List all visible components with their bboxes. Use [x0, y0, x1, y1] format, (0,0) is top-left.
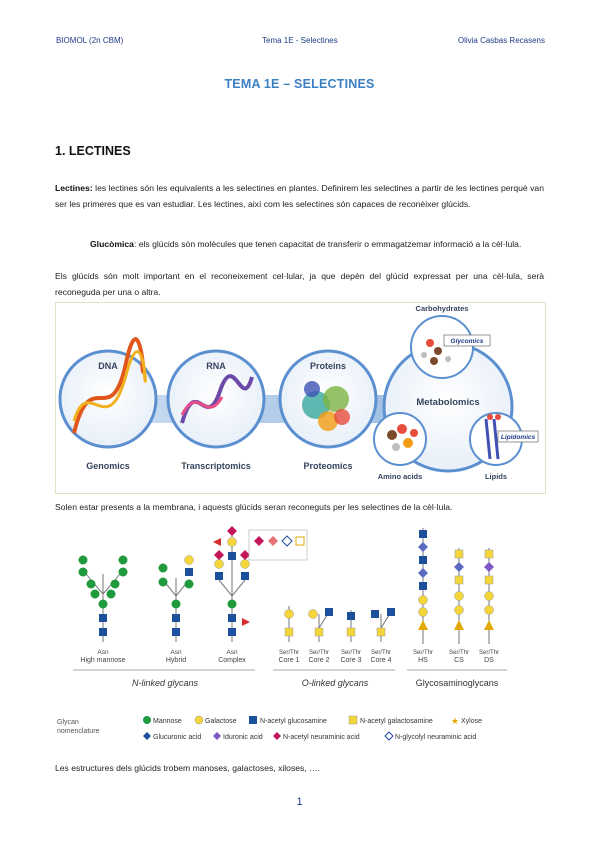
iduronic-symbol — [213, 732, 221, 740]
lipids-satellite: Lipidomics Lipids — [469, 412, 539, 481]
rna-node: RNA — [166, 349, 266, 449]
glycan-figure: Asn High mannose Asn Hybrid — [55, 524, 544, 756]
term-glucomica: Glucòmica — [90, 239, 134, 249]
legend-mannose: Mannose — [153, 718, 182, 725]
genomics-caption: Genomics — [86, 461, 130, 471]
terminal-residues-inset — [248, 529, 308, 561]
paragraph-estructures: Les estructures dels glúcids trobem mano… — [55, 763, 321, 773]
paragraph-glucomica-text: : els glúcids són molècules que tenen ca… — [133, 239, 522, 249]
running-header-course: BIOMOL (2n CBM) — [56, 36, 124, 45]
serthr-label: Ser/Thr — [479, 650, 499, 656]
hybrid-glycan: Asn Hybrid — [158, 555, 194, 664]
serthr-label: Ser/Thr — [413, 650, 433, 656]
cs-label: CS — [454, 657, 464, 664]
high-mannose-label: High mannose — [80, 657, 125, 664]
section-heading: 1. LECTINES — [55, 144, 131, 158]
proteins-node: Proteins — [278, 349, 378, 449]
core4-label: Core 4 — [370, 657, 391, 664]
legend-xylose: Xylose — [461, 718, 482, 725]
legend-glucuronic: Glucuronic acid — [153, 734, 201, 741]
gag-label: Glycosaminoglycans — [416, 678, 499, 688]
o-linked-glycans: Ser/Thr Core 1 Ser/Thr Core 2 Ser/Thr — [273, 606, 395, 688]
galactose-symbol — [194, 715, 204, 725]
core4-glycan: Ser/Thr Core 4 — [370, 608, 395, 664]
rna-label: RNA — [206, 361, 226, 371]
amino-acids-label: Amino acids — [378, 472, 423, 481]
carbohydrates-satellite: Glycomics Carbohydrates — [410, 304, 491, 379]
neu5ac-symbol — [273, 732, 281, 740]
carbohydrates-label: Carbohydrates — [416, 304, 469, 313]
proteins-label: Proteins — [310, 361, 346, 371]
paragraph-lectines-text: les lectines són les equivalents a les s… — [55, 183, 544, 209]
serthr-label: Ser/Thr — [309, 650, 329, 656]
transcriptomics-caption: Transcriptomics — [181, 461, 251, 471]
serthr-label: Ser/Thr — [279, 650, 299, 656]
complex-label: Complex — [218, 657, 246, 664]
serthr-label: Ser/Thr — [341, 650, 361, 656]
nomenclature-line1: Glycan — [57, 719, 79, 726]
core2-glycan: Ser/Thr Core 2 — [308, 608, 333, 664]
n-linked-label: N-linked glycans — [132, 678, 199, 688]
hs-label: HS — [418, 657, 428, 664]
legend-galactose: Galactose — [205, 718, 237, 725]
paragraph-membrana: Solen estar presents a la membrana, i aq… — [55, 502, 453, 512]
serthr-label: Ser/Thr — [449, 650, 469, 656]
xylose-star-icon: ★ — [451, 716, 459, 726]
high-mannose-glycan: Asn High mannose — [78, 555, 128, 664]
core1-label: Core 1 — [278, 657, 299, 664]
glcnac-symbol — [249, 716, 257, 724]
term-lectines: Lectines: — [55, 183, 93, 193]
asn-label: Asn — [97, 649, 109, 656]
paragraph-reconeixement: Els glúcids són molt important en el rec… — [55, 271, 544, 297]
ds-chain: Ser/Thr DS — [479, 548, 499, 664]
lipidomics-label: Lipidomics — [501, 434, 536, 441]
o-linked-label: O-linked glycans — [302, 678, 369, 688]
galnac-symbol — [348, 715, 358, 725]
complex-glycan: Asn Complex — [213, 526, 250, 664]
hybrid-label: Hybrid — [166, 657, 186, 664]
paragraph-glucomica: Glucòmica: els glúcids són molècules que… — [90, 236, 544, 252]
dna-node: DNA — [58, 337, 158, 449]
metabolomics-label: Metabolomics — [416, 397, 479, 408]
legend-neu5gc: N-glycolyl neuraminic acid — [395, 734, 476, 741]
proteomics-caption: Proteomics — [303, 461, 352, 471]
legend-glcnac: N-acetyl glucosamine — [260, 718, 327, 725]
legend-neu5ac: N-acetyl neuraminic acid — [283, 734, 360, 741]
nomenclature-line2: nomenclature — [57, 728, 100, 735]
serthr-label: Ser/Thr — [371, 650, 391, 656]
asn-label: Asn — [170, 649, 182, 656]
asn-label: Asn — [226, 649, 238, 656]
core2-label: Core 2 — [308, 657, 329, 664]
omics-figure: DNA RNA Proteins Metabolomics — [55, 302, 546, 494]
paragraph-lectines: Lectines: les lectines són les equivalen… — [55, 180, 544, 212]
mannose-symbol — [143, 716, 151, 724]
amino-acids-satellite: Amino acids — [373, 412, 427, 481]
glycosaminoglycans: Ser/Thr HS Ser/Thr CS — [407, 528, 507, 688]
cs-chain: Ser/Thr CS — [449, 548, 469, 664]
running-header-topic: Tema 1E - Selectines — [262, 36, 338, 45]
lipids-label: Lipids — [485, 472, 507, 481]
page-number: 1 — [296, 796, 303, 808]
hs-chain: Ser/Thr HS — [413, 528, 433, 664]
legend-iduronic: Iduronic acid — [223, 734, 263, 741]
dna-label: DNA — [98, 361, 118, 371]
ds-label: DS — [484, 657, 494, 664]
core1-glycan: Ser/Thr Core 1 — [278, 606, 300, 664]
legend-galnac: N-acetyl galactosamine — [360, 718, 433, 725]
core3-label: Core 3 — [340, 657, 361, 664]
neu5gc-symbol — [384, 731, 394, 741]
glycan-legend: Glycan nomenclature Mannose Galactose N-… — [57, 715, 482, 741]
omics-diagram: DNA RNA Proteins Metabolomics — [58, 304, 539, 481]
running-header-author: Olivia Casbas Recasens — [457, 36, 545, 45]
core3-glycan: Ser/Thr Core 3 — [340, 610, 362, 664]
glycomics-label: Glycomics — [451, 338, 484, 345]
glycan-diagram: Asn High mannose Asn Hybrid — [57, 526, 507, 741]
document-title: TEMA 1E – SELECTINES — [224, 77, 375, 91]
glucuronic-symbol — [143, 732, 151, 740]
